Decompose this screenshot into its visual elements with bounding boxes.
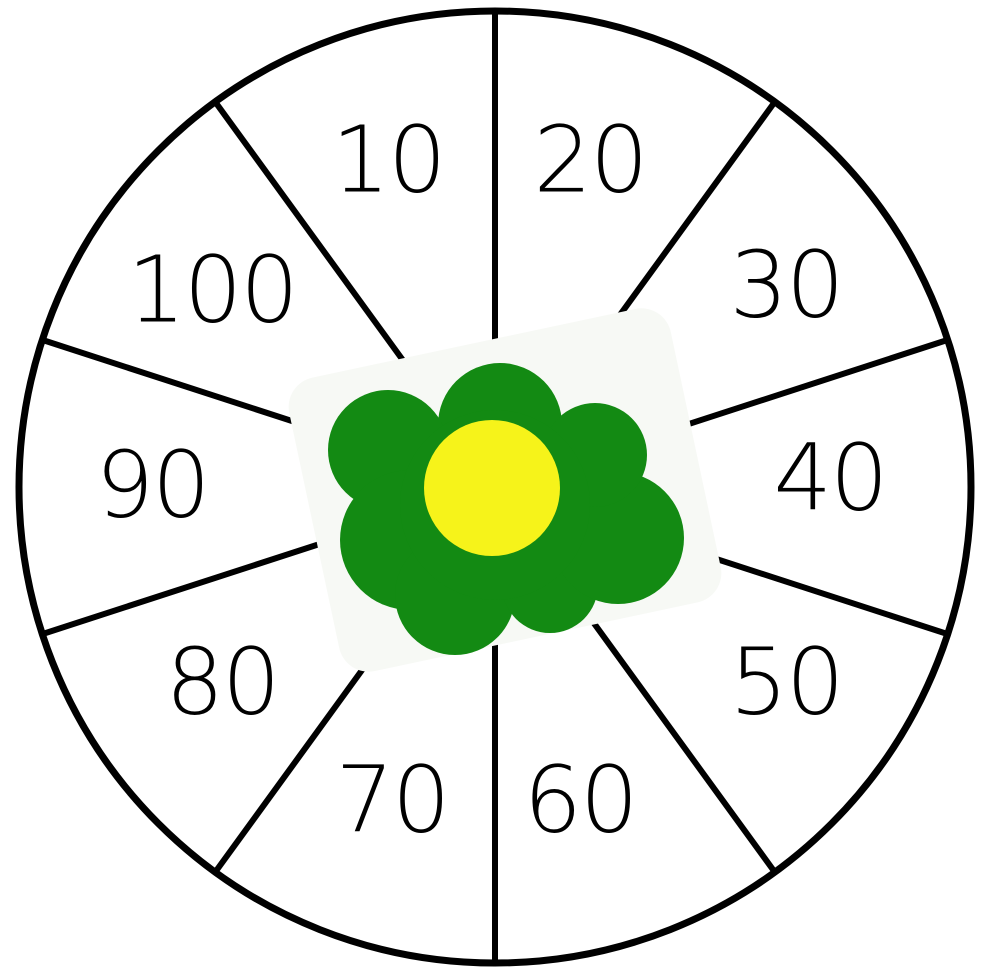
segment-label-50: 50 [729,629,842,736]
segment-label-30: 30 [729,232,842,339]
segment-label-90: 90 [95,432,208,539]
hub-center-dot [424,420,560,556]
segment-label-40: 40 [773,425,886,532]
segment-label-100: 100 [127,237,297,344]
segment-label-60: 60 [523,747,636,854]
segment-label-70: 70 [335,747,448,854]
segment-label-20: 20 [533,107,646,214]
spinner-hub[interactable] [283,303,727,678]
segment-label-10: 10 [331,107,444,214]
segment-label-80: 80 [165,629,278,736]
